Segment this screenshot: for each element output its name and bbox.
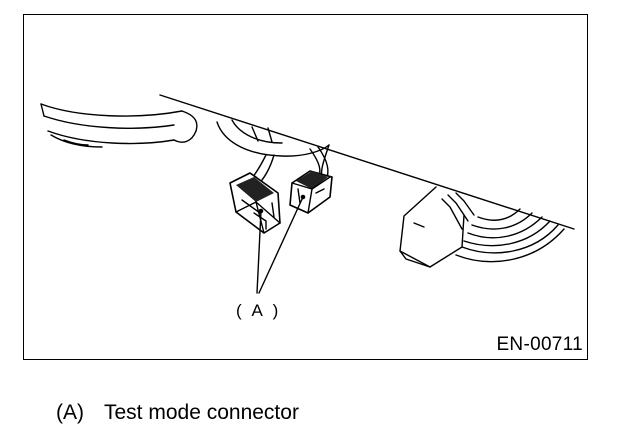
legend-key: (A) [56,401,84,424]
hose-outline [40,103,198,148]
body-panel-edge [159,94,575,230]
callout-label-a: ( A ) [236,301,282,320]
test-mode-connector-left [229,172,281,234]
bracket-outline [399,186,475,268]
legend-item: (A) Test mode connector [56,401,299,425]
legend-text: Test mode connector [104,401,299,424]
callout-leader-lines [256,196,304,294]
ribbed-component-outline [455,208,565,263]
figure-id: EN-00711 [496,334,583,355]
engine-bay-illustration [40,94,575,294]
figure-frame: ( A ) EN-00711 [23,14,588,360]
pulley-outline [216,119,330,180]
test-mode-connector-right [289,170,333,214]
